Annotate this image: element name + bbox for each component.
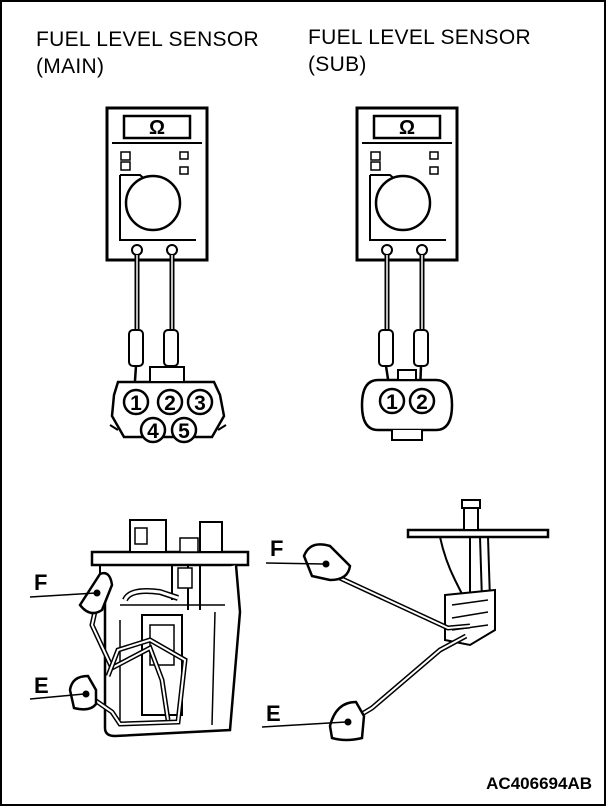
main-pin-5: 5 [178,420,190,443]
main-fuel-pump-assembly [68,519,250,738]
sub-ohm-symbol: Ω [399,117,415,139]
sub-f-leader [265,562,325,565]
sub-pin-1: 1 [386,391,398,414]
main-probe-leads [128,255,179,396]
main-connector: 1 2 3 4 5 [109,366,227,444]
main-sensor-title-line2: (MAIN) [36,55,105,78]
sub-float-e-label: E [266,701,281,726]
sub-connector: 1 2 [360,369,454,441]
main-sensor-title-line1: FUEL LEVEL SENSOR [36,28,259,51]
main-pin-1: 1 [130,392,142,415]
sub-e-leader [261,721,347,728]
sub-sender-assembly [302,499,550,742]
sub-sensor-title: FUEL LEVEL SENSOR (SUB) [308,24,531,78]
main-float-f-label: F [34,570,48,595]
main-pin-4: 4 [147,420,159,443]
sub-sensor-title-line2: (SUB) [308,53,367,76]
main-float-e-label: E [34,673,49,698]
main-ohm-symbol: Ω [149,117,165,139]
main-ohmmeter: Ω [105,106,209,262]
main-dial-icon [124,174,182,232]
sub-pin-2: 2 [416,391,428,414]
main-sensor-title: FUEL LEVEL SENSOR (MAIN) [36,26,259,80]
main-f-leader [29,592,97,598]
sub-sensor-title-line1: FUEL LEVEL SENSOR [308,26,531,49]
main-e-leader [29,693,85,700]
figure-id: AC406694AB [486,774,592,793]
sub-ohmmeter: Ω [355,106,459,262]
sub-dial-icon [374,174,432,232]
main-pin-2: 2 [164,392,176,415]
sub-float-f-label: F [270,536,284,561]
main-pin-3: 3 [194,392,206,415]
